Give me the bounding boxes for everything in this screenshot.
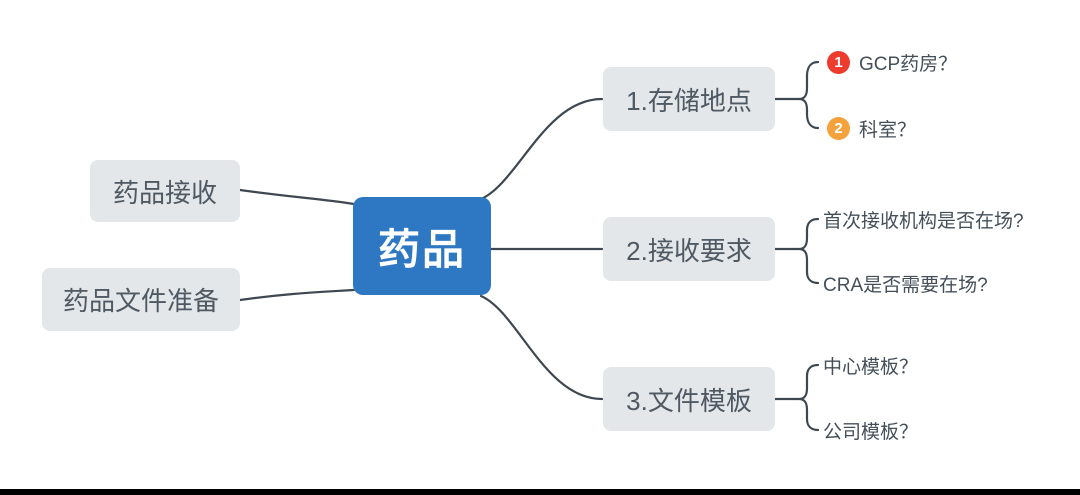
child-item-label: 科室？ <box>859 119 917 141</box>
branch-node-receipt-requirements[interactable]: 2.接收要求 <box>603 217 775 281</box>
child-item-first-receipt-presence[interactable]: 首次接收机构是否在场? <box>823 206 1024 232</box>
child-item-company-template[interactable]: 公司模板？ <box>823 417 918 443</box>
branch-node-label: 1.存储地点 <box>626 85 752 116</box>
edge-center-branch1 <box>479 97 604 201</box>
bottom-border-bar <box>0 489 1080 495</box>
left-node-label: 药品文件准备 <box>62 286 219 316</box>
brace-branch1 <box>773 60 820 130</box>
branch-node-document-templates[interactable]: 3.文件模板 <box>603 367 775 431</box>
left-node-label: 药品接收 <box>112 177 217 208</box>
branch-node-label: 2.接收要求 <box>626 235 752 266</box>
left-node-drug-receipt[interactable]: 药品接收 <box>90 160 240 222</box>
branch-node-storage-location[interactable]: 1.存储地点 <box>603 67 775 131</box>
brace-branch2 <box>773 217 820 285</box>
edge-center-branch3 <box>479 294 604 401</box>
child-item-label: 首次接收机构是否在场? <box>823 210 1024 232</box>
child-item-gcp-pharmacy[interactable]: 1 GCP药房？ <box>827 49 957 75</box>
edge-left1-center <box>238 188 356 206</box>
child-item-center-template[interactable]: 中心模板？ <box>823 352 918 378</box>
child-item-label: 公司模板？ <box>823 421 919 443</box>
left-node-drug-document-prep[interactable]: 药品文件准备 <box>42 268 240 331</box>
number-2-badge-icon: 2 <box>827 116 850 140</box>
center-node-drug[interactable]: 药品 <box>353 197 491 295</box>
child-item-label: 中心模板？ <box>823 356 919 378</box>
center-node-label: 药品 <box>377 225 466 273</box>
child-item-label: CRA是否需要在场? <box>823 274 988 296</box>
child-item-cra-presence[interactable]: CRA是否需要在场? <box>823 270 988 296</box>
edge-left2-center <box>238 288 356 302</box>
number-1-badge-icon: 1 <box>827 50 850 74</box>
branch-node-label: 3.文件模板 <box>626 385 752 416</box>
brace-branch3 <box>773 363 820 432</box>
child-item-label: GCP药房？ <box>859 53 958 75</box>
child-item-department[interactable]: 2 科室？ <box>827 115 916 141</box>
